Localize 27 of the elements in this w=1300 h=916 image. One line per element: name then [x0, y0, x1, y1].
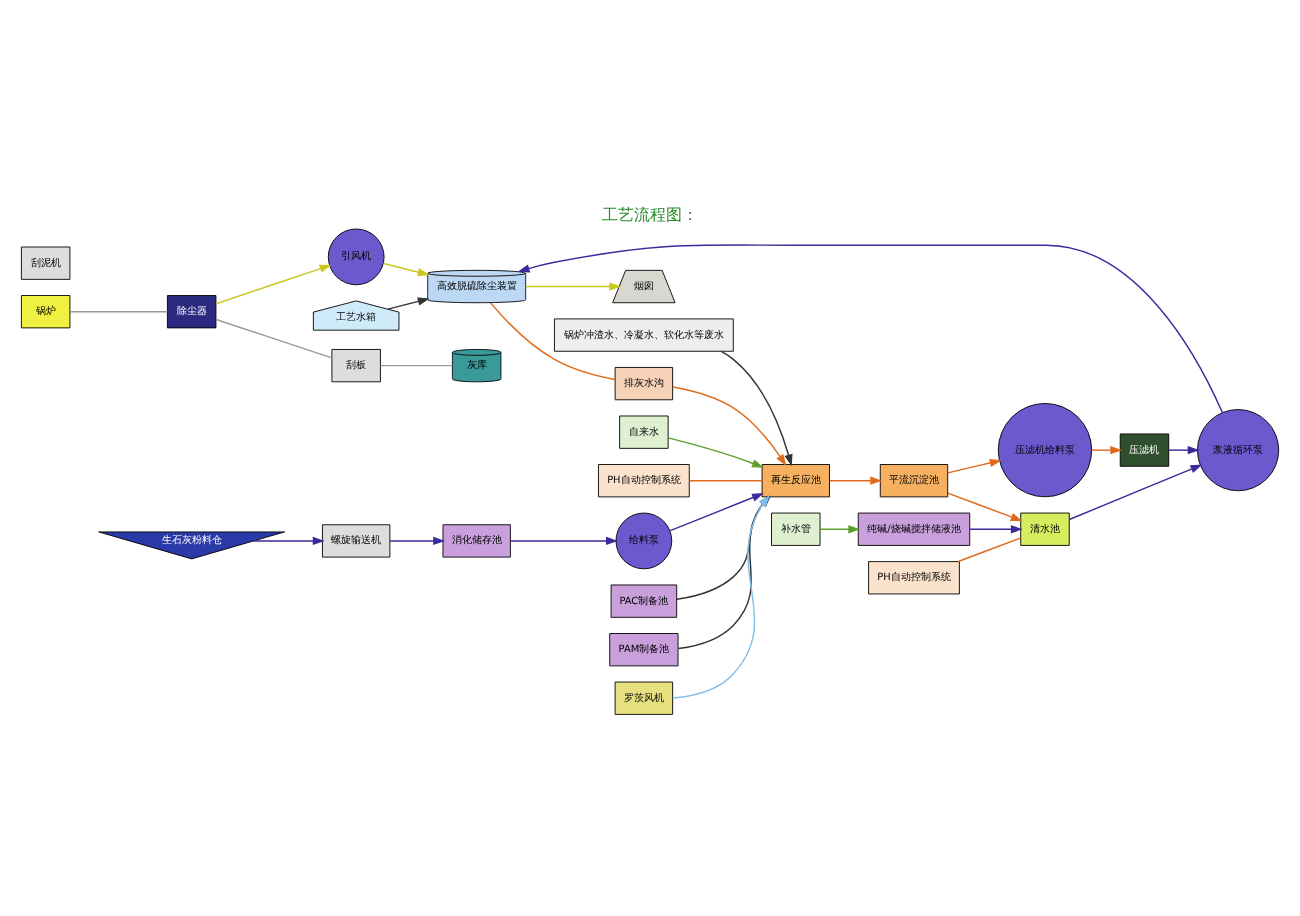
arrow — [669, 492, 764, 531]
arrow — [389, 535, 446, 545]
arrow — [720, 349, 793, 466]
connector — [379, 363, 454, 366]
connector — [489, 301, 616, 380]
arrow — [672, 385, 787, 466]
arrow — [1168, 444, 1200, 454]
arrow — [1090, 444, 1123, 454]
connector — [957, 536, 1022, 562]
diagram-title: 工艺流程图： — [602, 203, 698, 224]
connector — [215, 317, 333, 358]
connector — [69, 309, 168, 312]
arrow — [517, 243, 1224, 413]
arrow — [509, 535, 618, 545]
arrow — [525, 281, 622, 290]
arrow — [1068, 463, 1203, 520]
arrow — [947, 457, 1002, 473]
arrow — [215, 263, 332, 304]
connector — [688, 478, 763, 481]
arrow — [969, 524, 1023, 533]
arrow — [667, 436, 764, 467]
arrow — [387, 296, 430, 309]
arrow — [383, 261, 430, 276]
arrow — [252, 535, 325, 545]
arrow — [947, 491, 1023, 521]
arrow — [829, 475, 883, 484]
arrow — [819, 524, 861, 533]
